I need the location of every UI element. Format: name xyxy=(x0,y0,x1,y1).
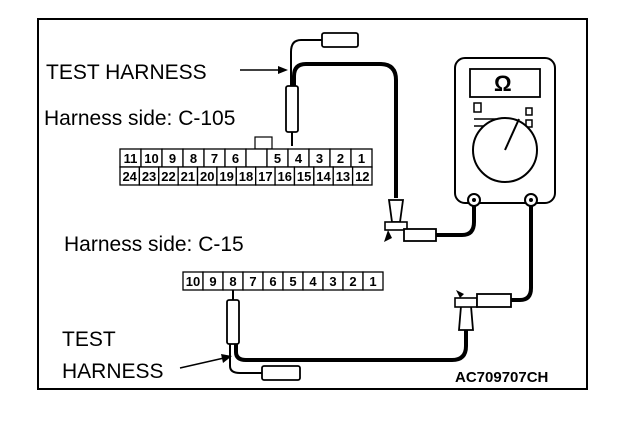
c105-pin-bottom-3: 21 xyxy=(181,169,195,184)
harness-side-c15-label: Harness side: C-15 xyxy=(64,233,244,256)
c15-pin-1: 9 xyxy=(209,274,216,289)
c105-pin-top-5: 6 xyxy=(232,151,239,166)
top-test-harness xyxy=(285,32,476,242)
test-harness-bottom-arrow xyxy=(179,354,232,369)
top-harness-plug xyxy=(321,32,359,48)
c105-pin-top-3: 8 xyxy=(190,151,197,166)
bottom-test-harness xyxy=(226,206,533,381)
bottom-lead-clip xyxy=(458,305,474,331)
c105-pin-bottom-0: 24 xyxy=(122,169,137,184)
c105-pin-top-6-cell xyxy=(245,148,268,168)
ohmmeter-button-right-top xyxy=(525,107,533,116)
c105-pin-bottom-12-cell xyxy=(351,166,373,186)
bottom-harness-plug xyxy=(261,365,301,381)
ohmmeter-jack-right-center xyxy=(529,198,533,202)
c105-pin-bottom-5: 19 xyxy=(219,169,233,184)
figure-frame xyxy=(37,18,588,390)
c15-pin-6: 4 xyxy=(309,274,317,289)
c15-pin-7: 3 xyxy=(329,274,336,289)
c105-pin-top-7: 5 xyxy=(274,151,281,166)
c105-pin-top-11: 1 xyxy=(358,151,365,166)
c105-pin-bottom-1: 23 xyxy=(142,169,156,184)
harness-side-c105-label: Harness side: C-105 xyxy=(44,107,235,130)
ohmmeter: Ω xyxy=(454,57,556,207)
top-lead-clip xyxy=(387,199,405,223)
c105-pin-top-1: 10 xyxy=(144,151,158,166)
test-harness-top-label: TEST HARNESS xyxy=(46,61,207,84)
test-harness-bottom-label-line2: HARNESS xyxy=(62,360,164,383)
top-harness-probe xyxy=(285,85,299,133)
c15-pin-2: 8 xyxy=(229,274,236,289)
c105-pin-bottom-8: 16 xyxy=(278,169,292,184)
c105-pin-top-4: 7 xyxy=(211,151,218,166)
ohmmeter-jack-left-center xyxy=(472,198,476,202)
c15-pin-9-cell xyxy=(362,271,384,291)
ohm-symbol-icon: Ω xyxy=(494,71,512,96)
figure-code: AC709707CH xyxy=(455,369,548,386)
c105-pin-top-10: 2 xyxy=(337,151,344,166)
c105-pin-top-9: 3 xyxy=(316,151,323,166)
c15-pin-4: 6 xyxy=(269,274,276,289)
c105-pin-top-8: 4 xyxy=(295,151,303,166)
c15-pin-0: 10 xyxy=(186,274,200,289)
c15-pin-3: 7 xyxy=(249,274,256,289)
bottom-harness-probe xyxy=(226,299,240,345)
c15-pin-8: 2 xyxy=(349,274,356,289)
c15-pin-5: 5 xyxy=(289,274,296,289)
connector-c105-lock-tab xyxy=(254,136,273,150)
c105-pin-bottom-6: 18 xyxy=(239,169,253,184)
c105-pin-bottom-12: 12 xyxy=(355,169,369,184)
c105-pin-bottom-2: 22 xyxy=(161,169,175,184)
ohmmeter-dial-pointer xyxy=(504,118,520,151)
test-harness-top-arrow xyxy=(240,66,288,74)
c105-pin-bottom-4: 20 xyxy=(200,169,214,184)
bottom-lead-plug xyxy=(476,293,512,308)
ohmmeter-button-left xyxy=(473,102,482,113)
test-harness-bottom-label-line1: TEST xyxy=(62,328,116,351)
c105-pin-bottom-11: 13 xyxy=(336,169,350,184)
bottom-lead-wire xyxy=(234,330,468,362)
ohmmeter-display xyxy=(469,68,541,98)
c105-pin-bottom-7: 17 xyxy=(258,169,272,184)
c105-pin-bottom-9: 15 xyxy=(297,169,311,184)
c15-pin-9: 1 xyxy=(369,274,376,289)
c105-pin-top-2: 9 xyxy=(169,151,176,166)
top-lead-wire xyxy=(292,62,398,198)
c105-pin-bottom-10: 14 xyxy=(316,169,331,184)
c105-pin-top-0: 11 xyxy=(124,151,138,166)
ohmmeter-button-right-bottom xyxy=(525,119,533,128)
top-lead-plug xyxy=(403,228,437,242)
